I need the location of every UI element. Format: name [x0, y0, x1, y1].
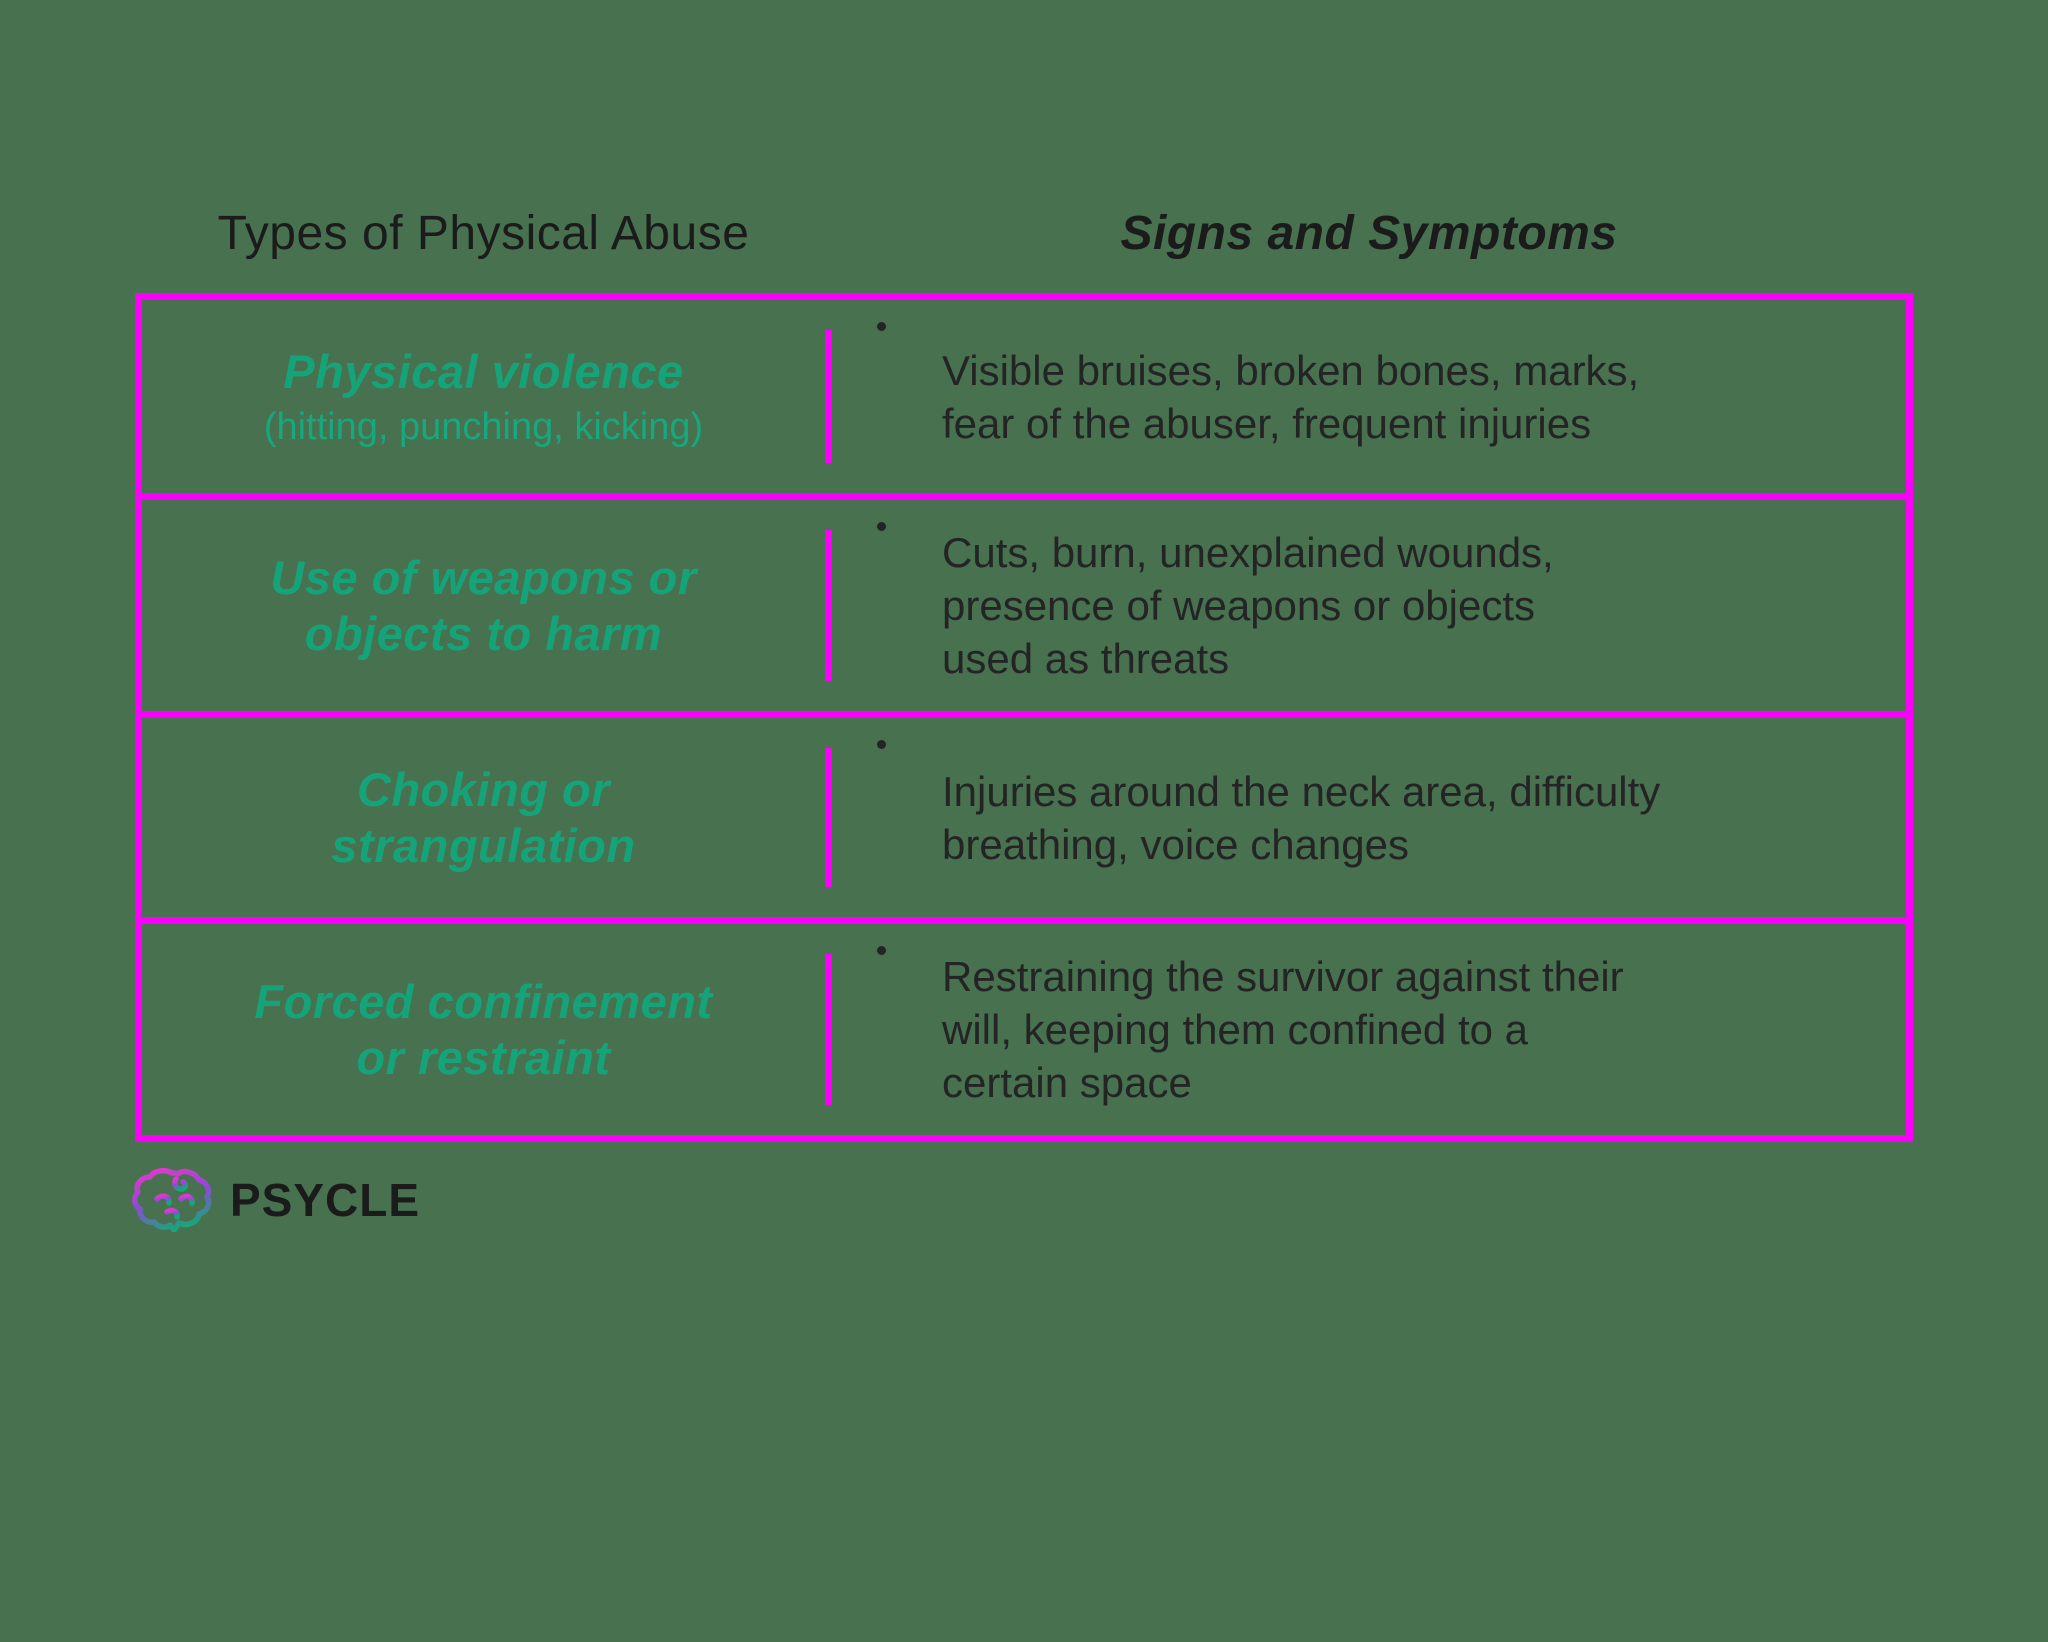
table-row-confinement: Forced confinement or restraint Restrain…	[142, 917, 1906, 1135]
abuse-type-note: (hitting, punching, kicking)	[263, 405, 704, 448]
table-row-choking: Choking or strangulation Injuries around…	[142, 711, 1906, 917]
symptoms-cell: Injuries around the neck area, difficult…	[832, 718, 1906, 917]
abuse-type-cell: Choking or strangulation	[142, 718, 825, 917]
column-header-signs: Signs and Symptoms	[1120, 206, 1618, 260]
column-divider	[825, 748, 832, 887]
abuse-type-title: Use of weapons or objects to harm	[270, 550, 697, 660]
bullet-dot	[877, 946, 886, 955]
symptoms-cell: Cuts, burn, unexplained wounds, presence…	[832, 500, 1906, 711]
bullet-dot	[877, 522, 886, 531]
table-row-physical-violence: Physical violence (hitting, punching, ki…	[142, 300, 1906, 493]
abuse-type-cell: Forced confinement or restraint	[142, 924, 825, 1135]
column-header-types: Types of Physical Abuse	[217, 206, 750, 260]
psycle-logo: PSYCLE	[131, 1168, 420, 1232]
column-divider	[825, 954, 832, 1105]
abuse-type-title: Physical violence	[283, 344, 684, 398]
bullet-dot	[877, 740, 886, 749]
symptoms-text: Injuries around the neck area, difficult…	[942, 767, 1661, 868]
brand-wordmark: PSYCLE	[230, 1174, 421, 1226]
symptoms-cell: Restraining the survivor against their w…	[832, 924, 1906, 1135]
abuse-table: Physical violence (hitting, punching, ki…	[135, 293, 1913, 1142]
abuse-type-title: Choking or strangulation	[331, 762, 636, 872]
symptoms-cell: Visible bruises, broken bones, marks, fe…	[832, 300, 1906, 493]
symptoms-text: Restraining the survivor against their w…	[942, 953, 1624, 1106]
abuse-type-title: Forced confinement or restraint	[254, 974, 713, 1084]
abuse-type-cell: Use of weapons or objects to harm	[142, 500, 825, 711]
symptoms-text: Visible bruises, broken bones, marks, fe…	[942, 346, 1640, 447]
symptoms-text: Cuts, burn, unexplained wounds, presence…	[942, 529, 1554, 682]
column-divider	[825, 530, 832, 681]
brain-gradient-icon	[131, 1168, 217, 1232]
table-row-weapons: Use of weapons or objects to harm Cuts, …	[142, 493, 1906, 711]
abuse-type-cell: Physical violence (hitting, punching, ki…	[142, 300, 825, 493]
bullet-dot	[877, 322, 886, 331]
column-divider	[825, 330, 832, 463]
